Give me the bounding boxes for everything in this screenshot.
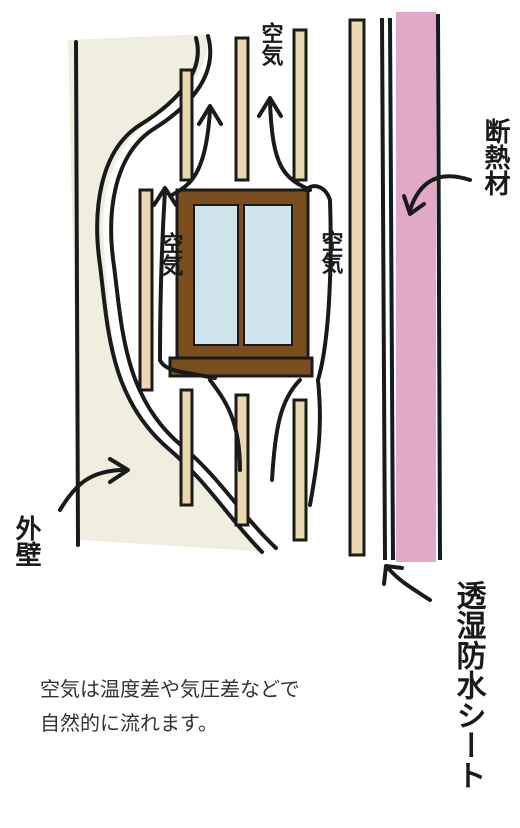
- membrane-line-a: [380, 17, 387, 561]
- outer-wall-panel: [68, 34, 268, 552]
- studs: [138, 18, 366, 557]
- outer-wall-edge: [74, 40, 80, 547]
- stud-upper-a: [179, 68, 194, 182]
- stud-lower-b: [234, 393, 250, 527]
- membrane-pointer: [386, 566, 432, 602]
- air-flow-arrows: [58, 96, 472, 602]
- insulation-pointer: [408, 174, 472, 212]
- window-pane-right: [243, 204, 293, 346]
- air-arrow-left-bottom: [158, 358, 217, 380]
- air-arrow-lower-a: [208, 378, 242, 472]
- air-arrow-upper-left-head: [197, 104, 223, 126]
- membrane-line-b: [388, 17, 395, 561]
- stud-left: [138, 188, 154, 392]
- label-membrane: 透湿防水シート: [451, 580, 487, 790]
- window-pane-left: [193, 204, 239, 346]
- insulation-panel: [396, 12, 436, 562]
- outer-wall-pointer: [58, 468, 127, 512]
- air-arrow-upper-left: [170, 108, 212, 197]
- air-arrow-right-up: [304, 184, 333, 382]
- air-arrow-left-up-head: [152, 186, 178, 207]
- stud-right: [348, 18, 366, 557]
- caption-line-1: 空気は温度差や気圧差などで: [40, 677, 300, 701]
- label-air-right: 空気: [318, 229, 344, 275]
- outer-wall-wavy-edge-a: [95, 36, 264, 554]
- outer-wall-pointer-head: [108, 457, 130, 484]
- label-insulation: 断熱材: [480, 117, 510, 196]
- stud-lower-a: [179, 388, 194, 507]
- membrane-pointer-head: [382, 564, 404, 586]
- stud-lower-c: [292, 398, 308, 542]
- label-air-left: 空気: [158, 231, 184, 277]
- caption-line-2: 自然的に流れます。: [40, 711, 218, 735]
- air-arrow-left-up: [158, 188, 167, 362]
- air-arrow-upper-center: [268, 98, 312, 192]
- air-arrow-upper-center-head: [257, 96, 283, 118]
- air-arrow-lower-c: [308, 378, 322, 507]
- stud-upper-c: [292, 28, 308, 182]
- insulation-edge: [436, 13, 442, 561]
- air-arrow-lower-b: [270, 378, 302, 482]
- label-outer-wall: 外壁: [11, 515, 41, 567]
- caption: 空気は温度差や気圧差などで 自然的に流れます。: [40, 672, 400, 740]
- label-air-top: 空気: [258, 21, 284, 67]
- stud-upper-b: [234, 36, 250, 182]
- window: [168, 188, 314, 378]
- insulation-pointer-head: [402, 194, 426, 216]
